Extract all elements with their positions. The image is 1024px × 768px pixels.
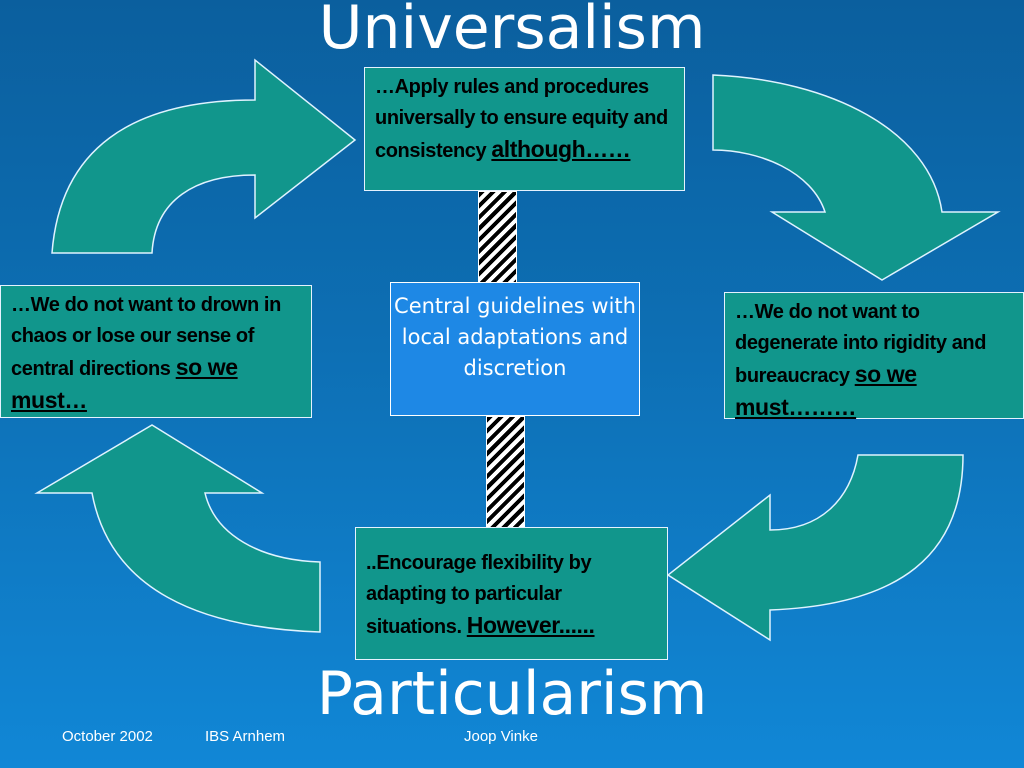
box-bottom-emphasis: However...... bbox=[466, 612, 595, 638]
title-particularism: Particularism bbox=[316, 659, 708, 729]
box-top-emphasis: although…… bbox=[491, 136, 631, 162]
box-top-text: …Apply rules and procedures universally … bbox=[375, 76, 668, 162]
box-right-emphasis: so we must……… bbox=[735, 361, 917, 420]
box-left-text: …We do not want to drown in chaos or los… bbox=[11, 294, 281, 380]
box-left-emphasis: so we must… bbox=[11, 354, 238, 413]
arrow-bottom-to-left bbox=[34, 424, 321, 633]
box-right-text: …We do not want to degenerate into rigid… bbox=[735, 301, 987, 387]
footer-date: October 2002 bbox=[62, 728, 153, 745]
connector-bottom bbox=[486, 416, 525, 529]
footer-organization: IBS Arnhem bbox=[205, 728, 286, 745]
title-universalism: Universalism bbox=[318, 0, 706, 63]
arrow-top-to-right bbox=[712, 74, 1001, 281]
box-central-guidelines: Central guidelines with local adaptation… bbox=[390, 282, 640, 416]
arrow-left-to-top bbox=[51, 58, 357, 254]
connector-top bbox=[478, 191, 517, 284]
box-universal-rules: …Apply rules and procedures universally … bbox=[364, 67, 685, 191]
box-avoid-rigidity: …We do not want to degenerate into rigid… bbox=[724, 292, 1024, 420]
arrow-right-to-bottom bbox=[666, 454, 964, 642]
box-central-direction: …We do not want to drown in chaos or los… bbox=[0, 285, 312, 418]
box-bottom-text: ..Encourage flexibility by adapting to p… bbox=[366, 552, 592, 638]
footer-author: Joop Vinke bbox=[464, 728, 538, 745]
box-encourage-flexibility: ..Encourage flexibility by adapting to p… bbox=[355, 527, 668, 660]
